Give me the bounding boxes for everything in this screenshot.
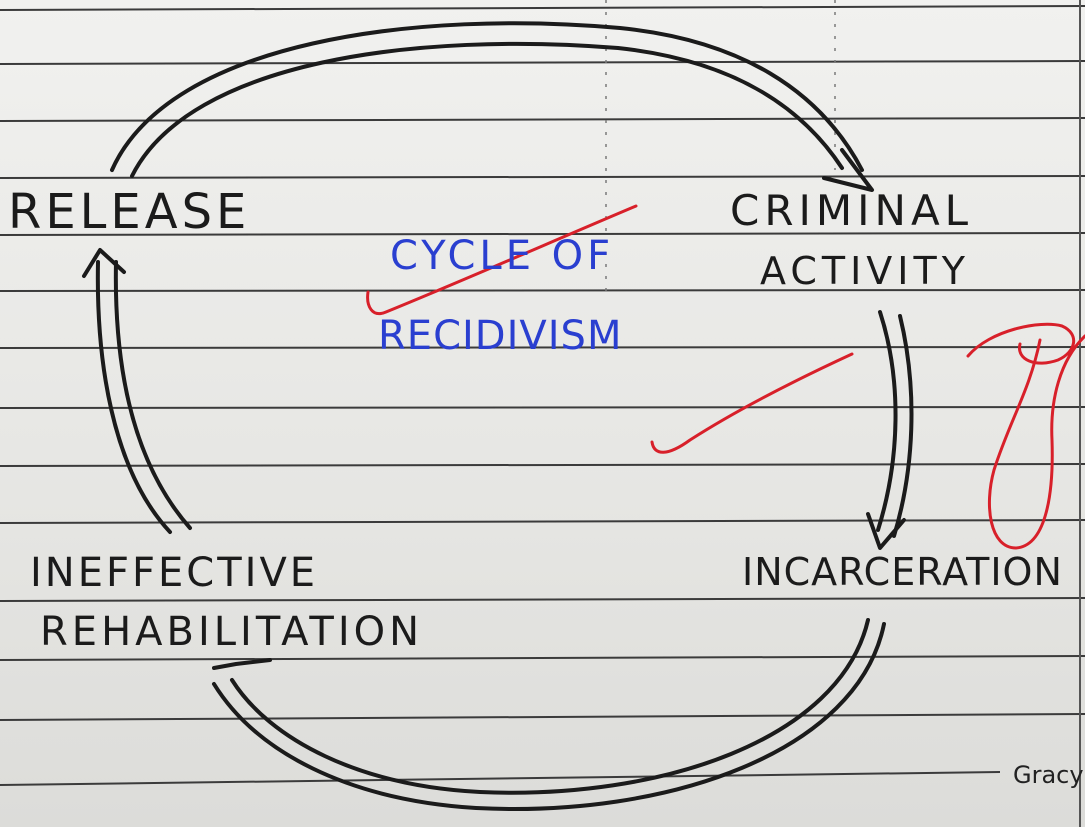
arrow-incarceration-to-rehab	[230, 618, 870, 795]
footer-watermark-text: Gracy	[1013, 761, 1084, 789]
node-criminal-activity-line-2: ACTIVITY	[760, 249, 970, 293]
arrow-criminal-to-incarceration	[876, 310, 898, 532]
red-handwritten-initials	[966, 322, 1085, 550]
node-ineffective-rehabilitation-line-2: REHABILITATION	[40, 609, 424, 655]
arrow-rehab-to-release	[95, 260, 172, 534]
arrow-release-to-criminal	[110, 21, 864, 172]
red-tick-mark	[650, 352, 854, 454]
node-release: RELEASE	[8, 184, 251, 240]
node-incarceration: INCARCERATION	[742, 550, 1063, 594]
diagram-title-line-1: CYCLE OF	[390, 233, 615, 279]
node-criminal-activity-line-1: CRIMINAL	[730, 186, 974, 235]
node-ineffective-rehabilitation-line-1: INEFFECTIVE	[30, 550, 319, 596]
red-strike-mark	[366, 204, 638, 315]
diagram-title-line-2: RECIDIVISM	[378, 313, 623, 359]
